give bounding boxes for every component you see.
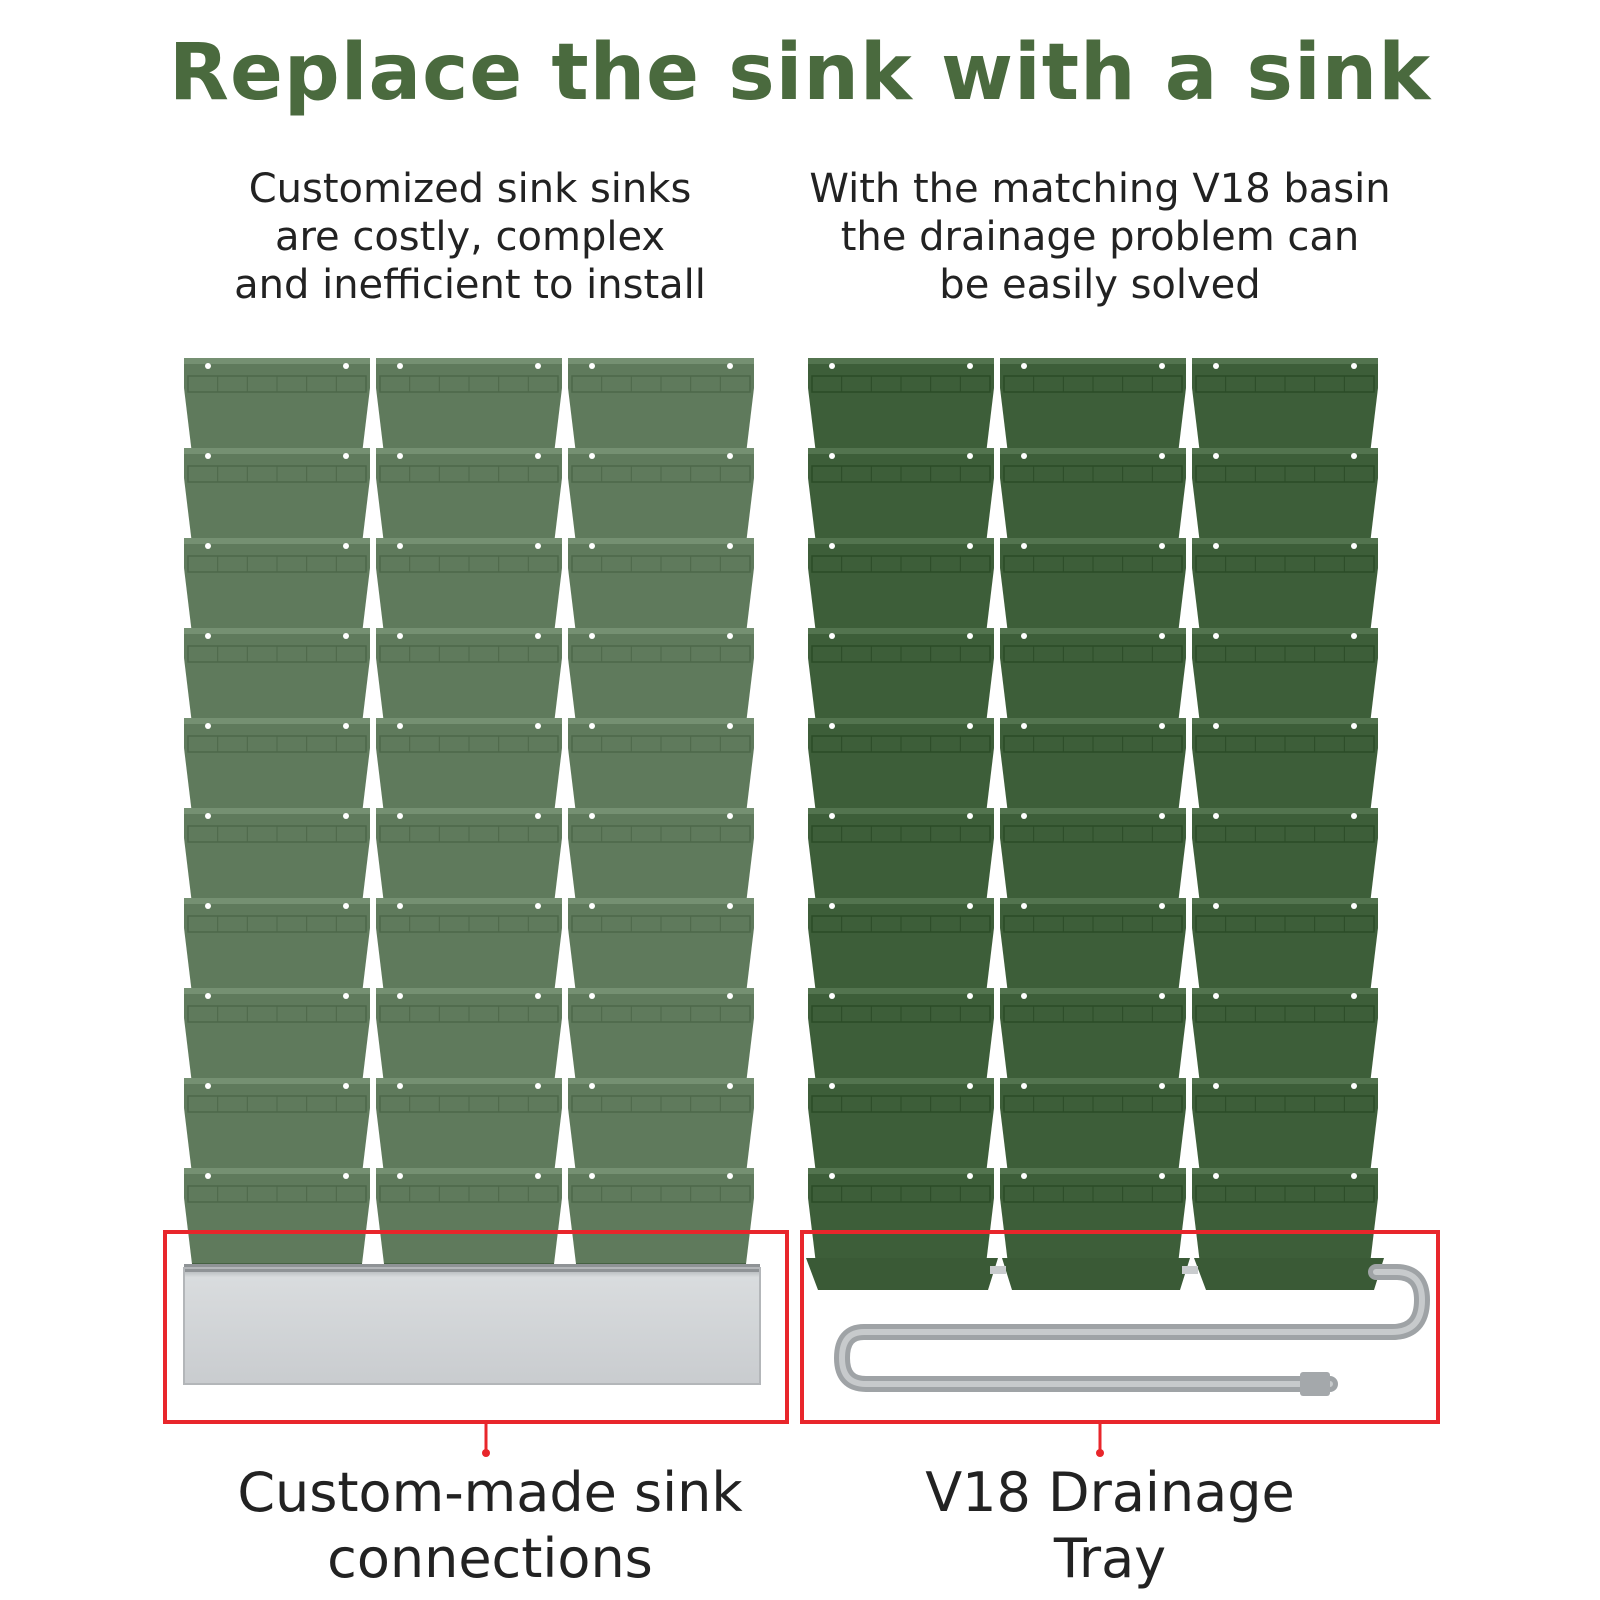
planter-pot — [376, 538, 562, 635]
planter-pot — [808, 1078, 994, 1175]
planter-pot — [1192, 808, 1378, 905]
drainage-tray-bases — [806, 1258, 1384, 1290]
hose-connector — [1300, 1372, 1330, 1396]
planter-pot — [568, 538, 754, 635]
right-caption: With the matching V18 basin the drainage… — [780, 165, 1420, 309]
planter-pot — [1192, 898, 1378, 995]
planter-pot — [184, 628, 370, 725]
planter-pot — [808, 628, 994, 725]
right-label-line: V18 Drainage — [925, 1461, 1295, 1524]
right-caption-line: be easily solved — [939, 262, 1261, 308]
planter-pot — [808, 538, 994, 635]
planter-pot — [376, 358, 562, 455]
right-callout-dot — [1096, 1449, 1104, 1457]
planter-pot — [184, 538, 370, 635]
left-label-line: connections — [327, 1527, 653, 1590]
left-caption-line: and inefficient to install — [234, 262, 706, 308]
planter-pot — [184, 718, 370, 815]
right-planter-wall — [808, 358, 1378, 1265]
planter-pot — [1000, 718, 1186, 815]
planter-pot — [184, 898, 370, 995]
planter-pot — [1192, 988, 1378, 1085]
planter-pot — [376, 898, 562, 995]
planter-pot — [376, 628, 562, 725]
planter-pot — [1192, 628, 1378, 725]
planter-pot — [568, 448, 754, 545]
left-caption: Customized sink sinks are costly, comple… — [170, 165, 770, 309]
planter-pot — [568, 988, 754, 1085]
planter-pot — [808, 808, 994, 905]
planter-pot — [184, 448, 370, 545]
planter-pot — [1000, 538, 1186, 635]
planter-pot — [1192, 538, 1378, 635]
planter-pot — [1192, 1078, 1378, 1175]
right-highlight-box — [800, 1230, 1440, 1424]
planter-pot — [808, 448, 994, 545]
left-caption-line: Customized sink sinks — [248, 166, 692, 212]
planter-pot — [1000, 808, 1186, 905]
metal-sink-trough — [183, 1264, 761, 1385]
planter-pot — [1000, 988, 1186, 1085]
planter-pot — [568, 718, 754, 815]
planter-pot — [1000, 898, 1186, 995]
planter-pot — [808, 1168, 994, 1265]
right-caption-line: the drainage problem can — [840, 214, 1360, 260]
page-title: Replace the sink with a sink — [168, 28, 1432, 118]
right-caption-line: With the matching V18 basin — [809, 166, 1391, 212]
planter-pot — [184, 358, 370, 455]
planter-pot — [1192, 1168, 1378, 1265]
planter-pot — [808, 358, 994, 455]
planter-pot — [808, 988, 994, 1085]
planter-pot — [1192, 718, 1378, 815]
planter-pot — [376, 1168, 562, 1265]
planter-pot — [1192, 358, 1378, 455]
right-label-line: Tray — [1053, 1527, 1167, 1590]
planter-pot — [568, 628, 754, 725]
planter-pot — [184, 808, 370, 905]
left-product-label: Custom-made sink connections — [180, 1460, 800, 1592]
left-callout-dot — [482, 1449, 490, 1457]
planter-pot — [808, 718, 994, 815]
planter-pot — [1000, 1078, 1186, 1175]
planter-pot — [1000, 628, 1186, 725]
right-product-label: V18 Drainage Tray — [800, 1460, 1420, 1592]
planter-pot — [376, 718, 562, 815]
planter-pot — [376, 1078, 562, 1175]
planter-pot — [568, 1078, 754, 1175]
planter-pot — [568, 1168, 754, 1265]
planter-pot — [568, 808, 754, 905]
planter-pot — [1000, 1168, 1186, 1265]
planter-pot — [568, 358, 754, 455]
planter-pot — [184, 988, 370, 1085]
left-planter-wall — [184, 358, 754, 1265]
planter-pot — [376, 808, 562, 905]
planter-pot — [376, 988, 562, 1085]
planter-pot — [184, 1168, 370, 1265]
left-label-line: Custom-made sink — [237, 1461, 743, 1524]
planter-pot — [184, 1078, 370, 1175]
planter-pot — [376, 448, 562, 545]
left-caption-line: are costly, complex — [274, 214, 666, 260]
planter-pot — [808, 898, 994, 995]
planter-pot — [1192, 448, 1378, 545]
left-highlight-box — [163, 1230, 789, 1424]
planter-pot — [1000, 448, 1186, 545]
planter-pot — [1000, 358, 1186, 455]
planter-pot — [568, 898, 754, 995]
